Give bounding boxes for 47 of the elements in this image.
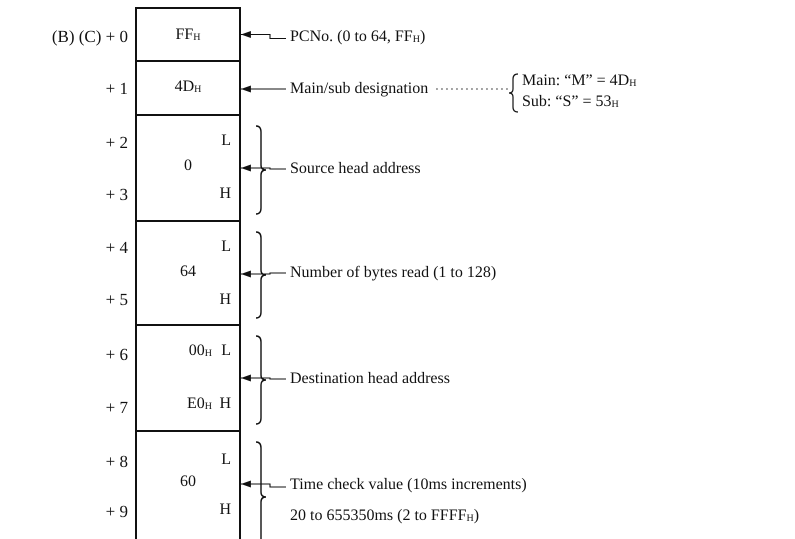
byte-marker: H bbox=[219, 291, 231, 309]
cell-value: 4D$_{H}$ bbox=[174, 78, 202, 97]
memory-cell bbox=[135, 7, 241, 62]
byte-marker: H bbox=[219, 185, 231, 203]
description-text: Number of bytes read (1 to 128) bbox=[290, 264, 496, 282]
description-text: PCNo. (0 to 64, FF$_{H}$) bbox=[290, 28, 426, 49]
description-text: Time check value (10ms increments) bbox=[290, 476, 527, 494]
value-note: Sub: “S” = 53$_{H}$ bbox=[522, 93, 620, 112]
dotted-leader bbox=[436, 88, 508, 90]
arrow bbox=[241, 31, 286, 40]
offset-label: + 4 bbox=[104, 239, 128, 257]
offset-label: + 7 bbox=[104, 399, 128, 417]
arrow bbox=[241, 86, 286, 92]
offset-label: + 9 bbox=[104, 503, 128, 521]
arrow bbox=[241, 480, 286, 488]
cell-value: 60 bbox=[179, 473, 197, 491]
memory-cell bbox=[135, 220, 241, 326]
offset-label: (B) (C) + 0 bbox=[50, 28, 128, 46]
arrow bbox=[241, 270, 286, 278]
arrow bbox=[241, 164, 286, 172]
memory-cell bbox=[135, 324, 241, 432]
byte-marker: L bbox=[221, 132, 231, 150]
offset-label: + 3 bbox=[104, 186, 128, 204]
description-text: Destination head address bbox=[290, 370, 450, 388]
cell-value: 00$_{H}$ bbox=[188, 342, 212, 361]
memory-cell bbox=[135, 430, 241, 539]
description-text: Source head address bbox=[290, 160, 421, 178]
byte-marker: H bbox=[219, 395, 231, 413]
arrow bbox=[241, 374, 286, 382]
byte-marker: H bbox=[219, 501, 231, 519]
cell-value: E0$_{H}$ bbox=[186, 395, 212, 414]
byte-marker: L bbox=[221, 451, 231, 469]
cell-value: 64 bbox=[179, 263, 197, 281]
memory-cell bbox=[135, 60, 241, 116]
cell-value: FF$_{H}$ bbox=[174, 26, 202, 44]
offset-label: + 2 bbox=[104, 134, 128, 152]
cell-value: 0 bbox=[183, 157, 193, 175]
offset-label: + 8 bbox=[104, 453, 128, 471]
offset-label: + 1 bbox=[104, 80, 128, 98]
offset-label: + 5 bbox=[104, 291, 128, 309]
byte-marker: L bbox=[221, 238, 231, 256]
description-text: Main/sub designation bbox=[290, 80, 428, 98]
byte-marker: L bbox=[221, 342, 231, 360]
offset-label: + 6 bbox=[104, 346, 128, 364]
range-note: 20 to 655350ms (2 to FFFF$_{H}$) bbox=[290, 507, 480, 526]
value-note: Main: “M” = 4D$_{H}$ bbox=[522, 72, 636, 91]
memory-cell bbox=[135, 114, 241, 222]
